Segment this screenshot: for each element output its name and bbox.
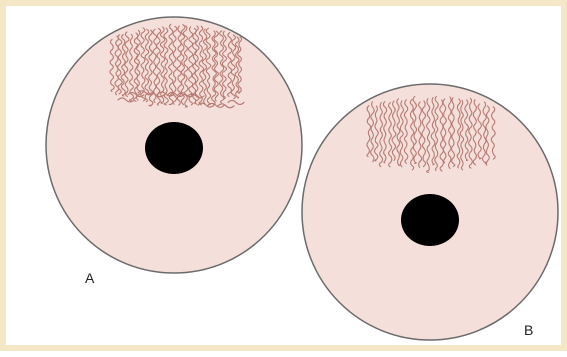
cell-a <box>46 17 302 273</box>
cell-b <box>302 84 558 340</box>
cell-b-nucleus <box>401 194 459 246</box>
cell-b-label: B <box>524 322 533 338</box>
cell-a-nucleus <box>145 122 203 174</box>
cell-diagram: A B <box>6 6 567 357</box>
cell-a-label: A <box>85 270 95 286</box>
